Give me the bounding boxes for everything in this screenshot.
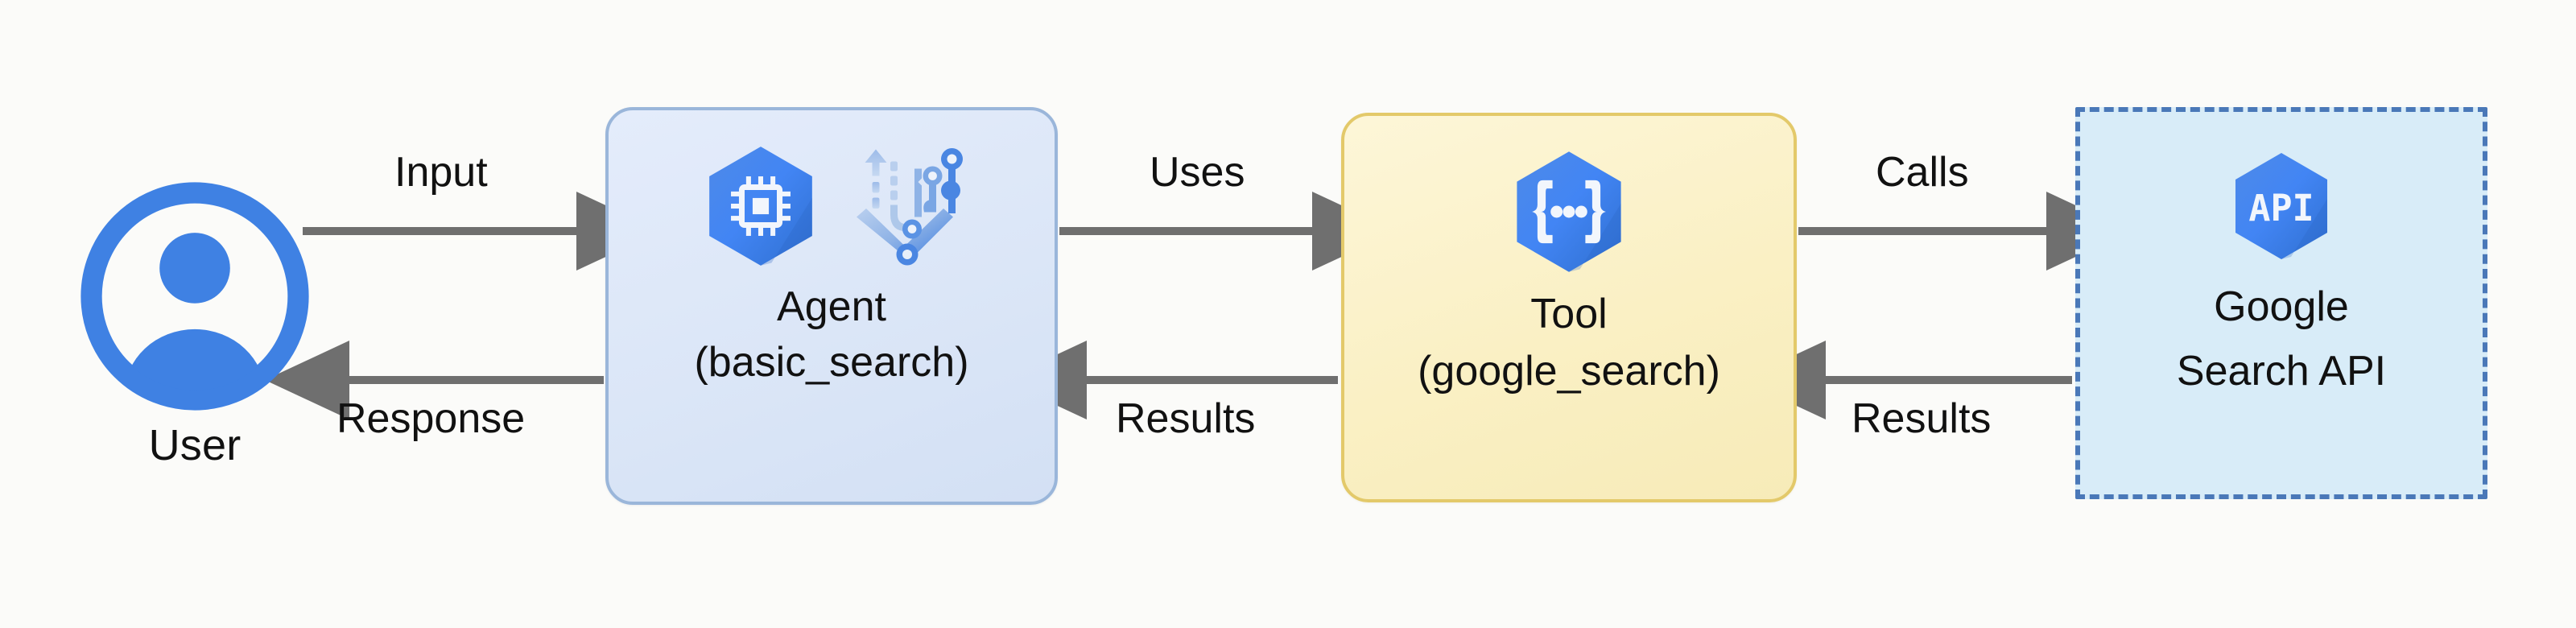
user-label: User <box>148 421 242 469</box>
api-title: Google <box>2214 283 2349 330</box>
api-hexagon-icon: API <box>2235 153 2327 259</box>
api-subtitle: Search API <box>2176 348 2387 395</box>
node-tool[interactable]: Tool (google_search) <box>1341 113 1797 502</box>
edge-label-response: Response <box>336 395 526 442</box>
api-hexagon-label: API <box>2248 187 2314 229</box>
node-google-search-api[interactable]: API Google Search API <box>2075 107 2487 499</box>
braces-dots-hexagon-icon <box>1517 151 1621 272</box>
agent-title: Agent <box>777 283 886 330</box>
node-user[interactable]: User <box>77 179 312 469</box>
edge-label-calls: Calls <box>1876 149 1969 196</box>
node-agent[interactable]: Agent (basic_search) <box>605 107 1058 505</box>
edge-label-results-api-tool: Results <box>1852 395 1992 442</box>
api-icon-row: API <box>2221 146 2342 266</box>
tool-icon-row <box>1501 143 1637 280</box>
user-avatar-icon <box>80 182 309 411</box>
tool-title: Tool <box>1530 291 1608 337</box>
cpu-chip-hexagon-icon <box>709 147 812 266</box>
edge-label-uses: Uses <box>1150 149 1245 196</box>
edge-label-results-tool-agent: Results <box>1116 395 1256 442</box>
agent-icon-row <box>693 138 970 275</box>
edge-label-input: Input <box>394 149 488 196</box>
agent-subtitle: (basic_search) <box>694 339 969 386</box>
tool-subtitle: (google_search) <box>1418 348 1720 395</box>
agent-pipeline-icon <box>857 148 963 266</box>
